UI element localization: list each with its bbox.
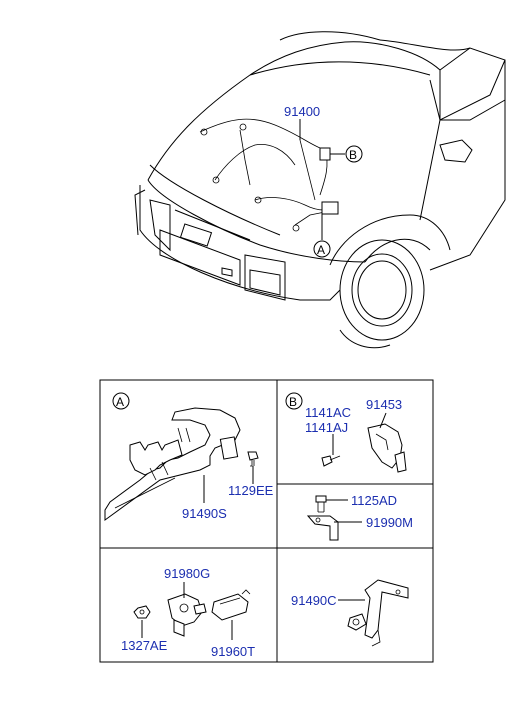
panel-a-letter: A	[116, 395, 124, 409]
part-label-91990m: 91990M	[366, 515, 413, 530]
panel-e: 91490C	[291, 579, 409, 647]
sensor-91980g	[167, 593, 207, 637]
bracket-91490c	[347, 579, 409, 647]
bracket-91490s	[104, 407, 241, 521]
bolt-1125ad	[315, 495, 327, 513]
callout-a-letter: A	[317, 243, 325, 257]
part-label-1129ee: 1129EE	[228, 483, 274, 498]
panel-a: A 91490S 1129EE	[104, 392, 274, 521]
part-label-91490s: 91490S	[182, 506, 227, 521]
part-label-91960t: 91960T	[211, 644, 255, 659]
part-label-1125ad: 1125AD	[351, 493, 397, 508]
part-label-91490c: 91490C	[291, 593, 337, 608]
panel-b: B 1141AC 1141AJ 91453	[285, 392, 407, 473]
nut-1327ae	[133, 605, 151, 619]
part-label-91980g: 91980G	[164, 566, 210, 581]
panel-a-circle	[112, 392, 130, 410]
part-label-91453: 91453	[366, 397, 402, 412]
harness-part-label: 91400	[284, 104, 320, 119]
panel-c: 1125AD 91990M	[306, 493, 413, 541]
part-label-1141aj: 1141AJ	[305, 420, 348, 435]
panel-b-letter: B	[289, 395, 297, 409]
panel-d: 91980G 1327AE 91960T	[121, 566, 255, 659]
detail-table	[99, 379, 434, 663]
car-illustration: 91400 B A	[134, 31, 506, 349]
part-label-1141ac: 1141AC	[305, 405, 351, 420]
protector-91960t	[211, 589, 251, 621]
bolt-1129ee	[247, 451, 259, 467]
callout-b-letter: B	[349, 148, 357, 162]
connector-91453	[367, 423, 407, 473]
panel-b-circle	[285, 392, 303, 410]
callout-a-circle	[313, 240, 331, 258]
bracket-91990m	[306, 515, 339, 541]
clip-screw	[321, 455, 341, 467]
callout-b-circle	[345, 145, 363, 163]
part-label-1327ae: 1327AE	[121, 638, 168, 653]
